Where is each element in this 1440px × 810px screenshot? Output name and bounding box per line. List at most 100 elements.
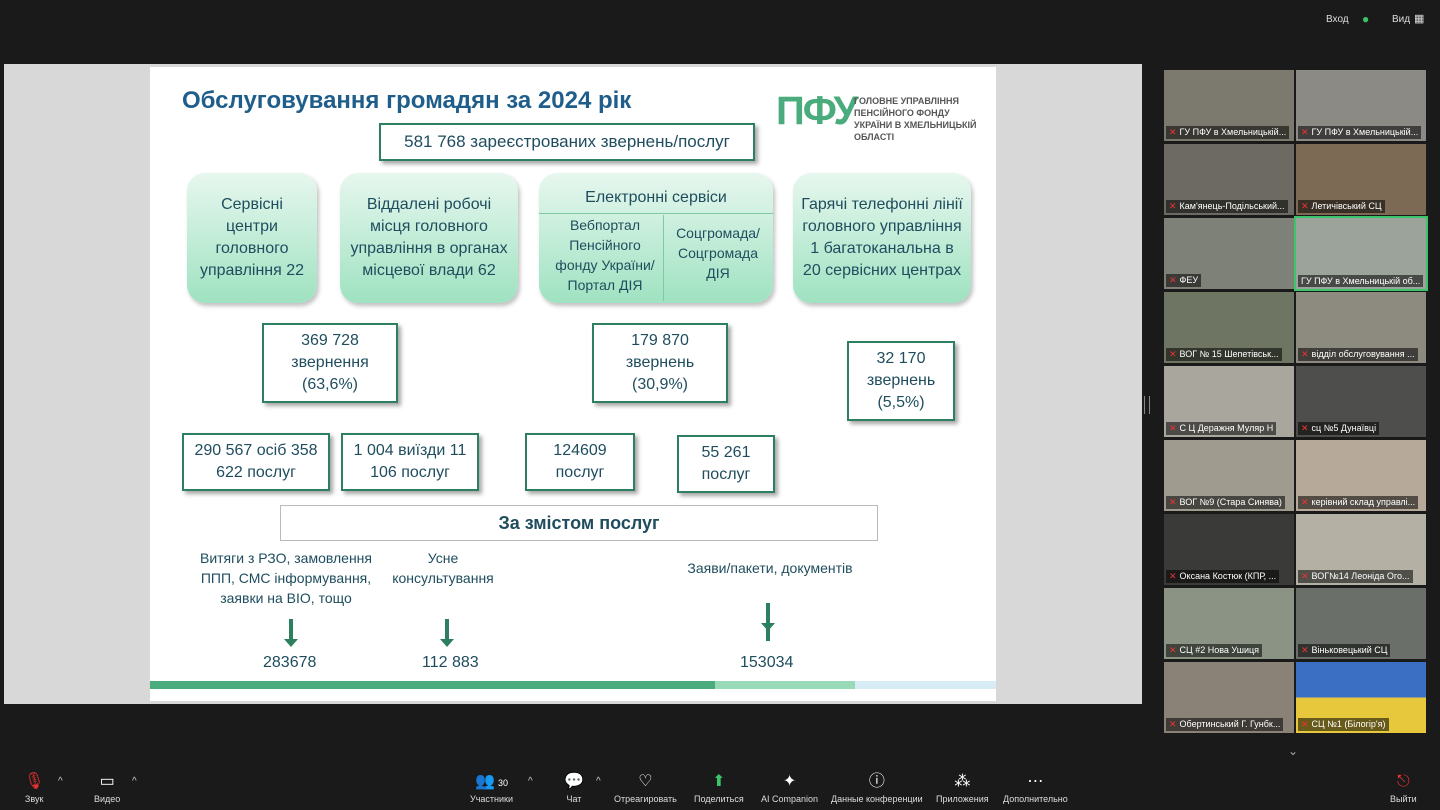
- participant-name: ГУ ПФУ в Хмельницькій об...: [1301, 276, 1421, 286]
- participant-tile[interactable]: ✕Кам'янець-Подільський...: [1164, 144, 1294, 215]
- video-label: Видео: [94, 794, 121, 804]
- footer-bar-dark: [150, 681, 715, 689]
- participant-name: ГУ ПФУ в Хмельницькій...: [1311, 127, 1419, 137]
- mic-muted-icon: ✕: [1301, 127, 1309, 137]
- participant-name: ВОГ №9 (Стара Синява): [1179, 497, 1282, 507]
- stat-electronic: 179 870 звернень (30,9%): [592, 323, 728, 403]
- category-extracts: Витяги з РЗО, замовлення ППП, СМС інформ…: [199, 550, 372, 606]
- mic-muted-icon: ✕: [1169, 201, 1177, 211]
- sub-persons-services: 290 567 осіб 358 622 послуг: [182, 433, 330, 491]
- stat-hotlines-text: 32 170 звернень (5,5%): [866, 350, 936, 411]
- pill-service-centers: Сервісні центри головного управління 22: [187, 173, 317, 303]
- top-bar: Вход ● Вид ▦: [0, 0, 1440, 40]
- participant-tile[interactable]: ✕ВОГ№14 Леоніда Ого...: [1296, 514, 1426, 585]
- participant-name: ВОГ № 15 Шепетівськ...: [1179, 349, 1279, 359]
- footer-bar-pale: [855, 681, 996, 689]
- pill-electronic-left: Вебпортал Пенсійного фонду України/ Порт…: [555, 217, 655, 293]
- participants-count: 30: [497, 778, 508, 788]
- chevron-down-icon[interactable]: ⌄: [1288, 744, 1299, 758]
- video-camera-icon: ▭: [99, 773, 115, 790]
- apps-label: Приложения: [936, 794, 989, 804]
- leave-label: Выйти: [1390, 794, 1417, 804]
- participant-tile[interactable]: ✕сц №5 Дунаївці: [1296, 366, 1426, 437]
- info-icon: ⓘ: [868, 773, 885, 790]
- participant-tile[interactable]: ✕ФЕУ: [1164, 218, 1294, 289]
- participant-name: відділ обслуговування ...: [1311, 349, 1415, 359]
- sub-hromada-services: 55 261 послуг: [677, 435, 775, 493]
- mic-muted-icon: ✕: [1169, 719, 1177, 729]
- share-screen-button[interactable]: ⬆ Поделиться: [694, 772, 744, 804]
- participant-tile[interactable]: ✕ГУ ПФУ в Хмельницькій...: [1164, 70, 1294, 141]
- audio-label: Звук: [24, 794, 44, 804]
- mic-muted-icon: ✕: [1169, 423, 1177, 433]
- content-header: За змістом послуг: [280, 505, 878, 541]
- participant-name: Обертинський Г. Гунбк...: [1179, 719, 1281, 729]
- participant-tile[interactable]: ✕відділ обслуговування ...: [1296, 292, 1426, 363]
- participant-tile[interactable]: ✕керівний склад управлі...: [1296, 440, 1426, 511]
- participant-name: Віньковецький СЦ: [1311, 645, 1388, 655]
- participant-tile[interactable]: ✕СЦ №1 (Білогір'я): [1296, 662, 1426, 733]
- mic-muted-icon: ✕: [1301, 645, 1309, 655]
- sub-hromada-text: 55 261 послуг: [701, 444, 751, 483]
- participant-tile[interactable]: ✕Оксана Костюк (КПР, ...: [1164, 514, 1294, 585]
- participants-options-chevron[interactable]: ^: [528, 776, 533, 787]
- mic-muted-icon: ✕: [1169, 127, 1177, 137]
- participant-name: Летичівський СЦ: [1311, 201, 1382, 211]
- shield-icon: ●: [1362, 12, 1370, 26]
- leave-button[interactable]: ⎋Выйти: [1390, 772, 1417, 804]
- more-button[interactable]: ⋯Дополнительно: [1003, 772, 1068, 804]
- sub-visits-text: 1 004 виїзди 11 106 послуг: [353, 442, 467, 481]
- mic-muted-icon: ✕: [1169, 275, 1177, 285]
- participant-tile[interactable]: ✕ГУ ПФУ в Хмельницькій...: [1296, 70, 1426, 141]
- participant-name: Оксана Костюк (КПР, ...: [1179, 571, 1277, 581]
- video-options-chevron[interactable]: ^: [132, 776, 137, 787]
- sub-web-services: 124609 послуг: [525, 433, 635, 491]
- chat-options-chevron[interactable]: ^: [596, 776, 601, 787]
- mic-muted-icon: ✕: [1301, 719, 1309, 729]
- stat-hotlines: 32 170 звернень (5,5%): [847, 341, 955, 421]
- participant-name: СЦ #2 Нова Ушиця: [1179, 645, 1259, 655]
- mic-muted-icon: ✕: [1169, 497, 1177, 507]
- value-extracts: 283678: [263, 654, 317, 671]
- participant-tile[interactable]: ✕С Ц Деражня Муляр Н: [1164, 366, 1294, 437]
- participant-tile[interactable]: ✕ВОГ №9 (Стара Синява): [1164, 440, 1294, 511]
- participant-name: ВОГ№14 Леоніда Ого...: [1311, 571, 1410, 581]
- share-label: Поделиться: [694, 794, 744, 804]
- apps-button[interactable]: ⁂Приложения: [936, 772, 989, 804]
- chat-button[interactable]: 💬Чат: [564, 772, 584, 804]
- more-dots-icon: ⋯: [1027, 773, 1044, 790]
- participant-tile[interactable]: ✕Обертинський Г. Гунбк...: [1164, 662, 1294, 733]
- ai-label: AI Companion: [761, 794, 819, 804]
- participant-tile[interactable]: ✕СЦ #2 Нова Ушиця: [1164, 588, 1294, 659]
- mic-muted-icon: ✕: [1169, 645, 1177, 655]
- chat-icon: 💬: [564, 773, 584, 790]
- participant-name: ГУ ПФУ в Хмельницькій...: [1179, 127, 1287, 137]
- participant-tile-active-speaker[interactable]: ГУ ПФУ в Хмельницькій об...: [1294, 216, 1428, 291]
- participant-tile[interactable]: ✕Летичівський СЦ: [1296, 144, 1426, 215]
- view-button[interactable]: Вид: [1392, 14, 1411, 25]
- value-applications: 153034: [740, 654, 794, 671]
- audio-button[interactable]: 🎙Звук: [24, 772, 44, 804]
- total-box: 581 768 зареєстрованих звернень/послуг: [379, 123, 755, 161]
- arrow-down-icon: [284, 619, 298, 647]
- sub-visits-services: 1 004 виїзди 11 106 послуг: [341, 433, 479, 491]
- arrow-down-icon: [761, 603, 775, 641]
- signin-button[interactable]: Вход: [1326, 14, 1349, 25]
- footer-bar-light: [715, 681, 855, 689]
- pill-electronic-title: Електронні сервіси: [585, 189, 727, 206]
- stat-service-centers: 369 728 звернення (63,6%): [262, 323, 398, 403]
- participant-tile[interactable]: ✕ВОГ № 15 Шепетівськ...: [1164, 292, 1294, 363]
- participants-label: Участники: [470, 794, 513, 804]
- audio-options-chevron[interactable]: ^: [58, 776, 63, 787]
- mic-muted-icon: ✕: [1301, 423, 1309, 433]
- splitter-handle[interactable]: [1144, 396, 1150, 414]
- participant-tile[interactable]: ✕Віньковецький СЦ: [1296, 588, 1426, 659]
- stat-service-centers-text: 369 728 звернення (63,6%): [291, 332, 369, 393]
- share-up-arrow-icon: ⬆: [712, 773, 726, 790]
- ai-companion-button[interactable]: ✦AI Companion: [761, 772, 818, 804]
- video-button[interactable]: ▭ Видео: [94, 772, 120, 804]
- react-button[interactable]: ♡Отреагировать: [614, 772, 677, 804]
